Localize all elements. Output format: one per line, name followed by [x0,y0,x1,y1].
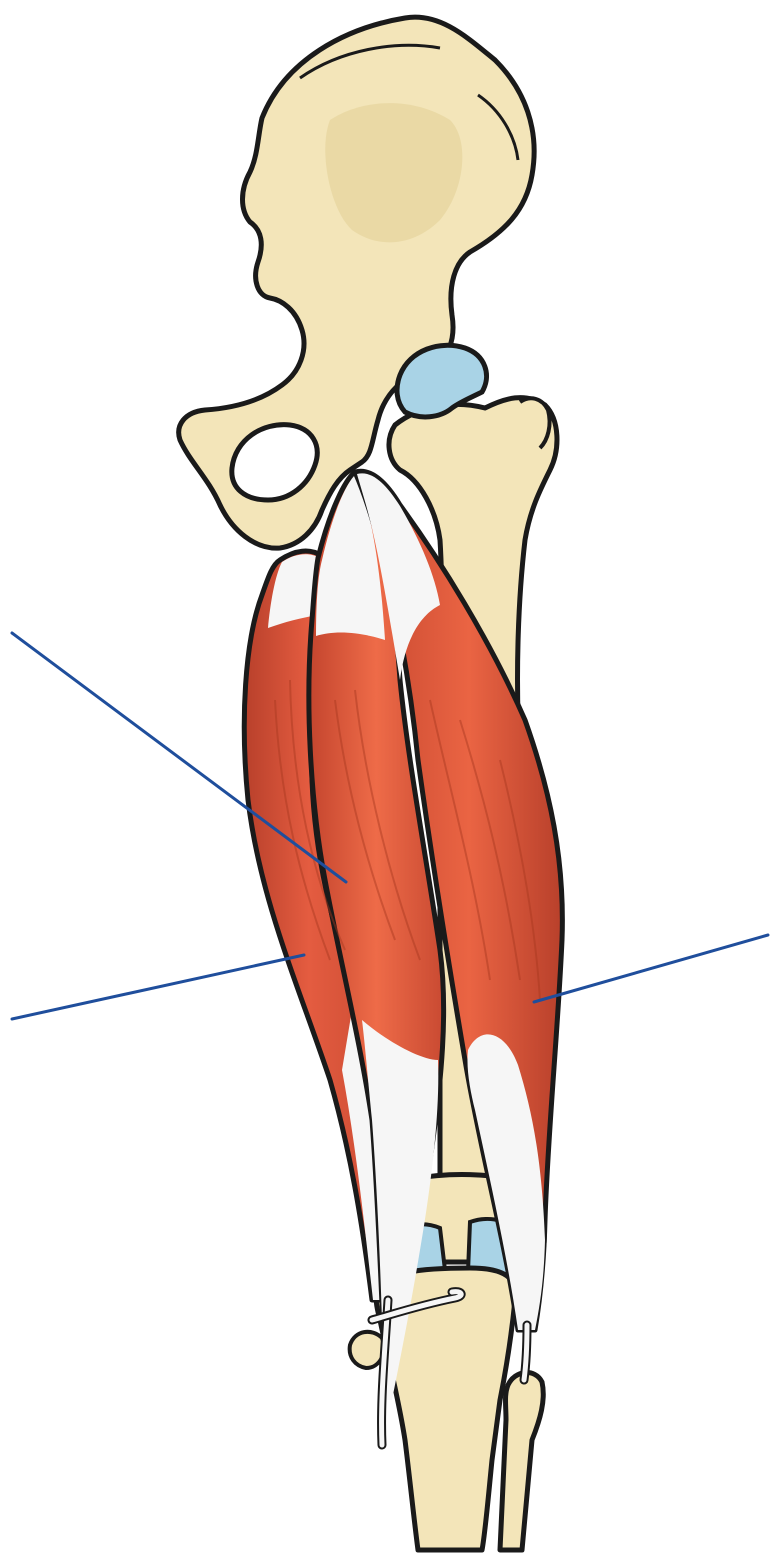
fibula [500,1373,543,1550]
knee-medial-detail [350,1332,384,1368]
leader-line-right [534,935,768,1002]
leader-line-lower-left [12,955,304,1019]
